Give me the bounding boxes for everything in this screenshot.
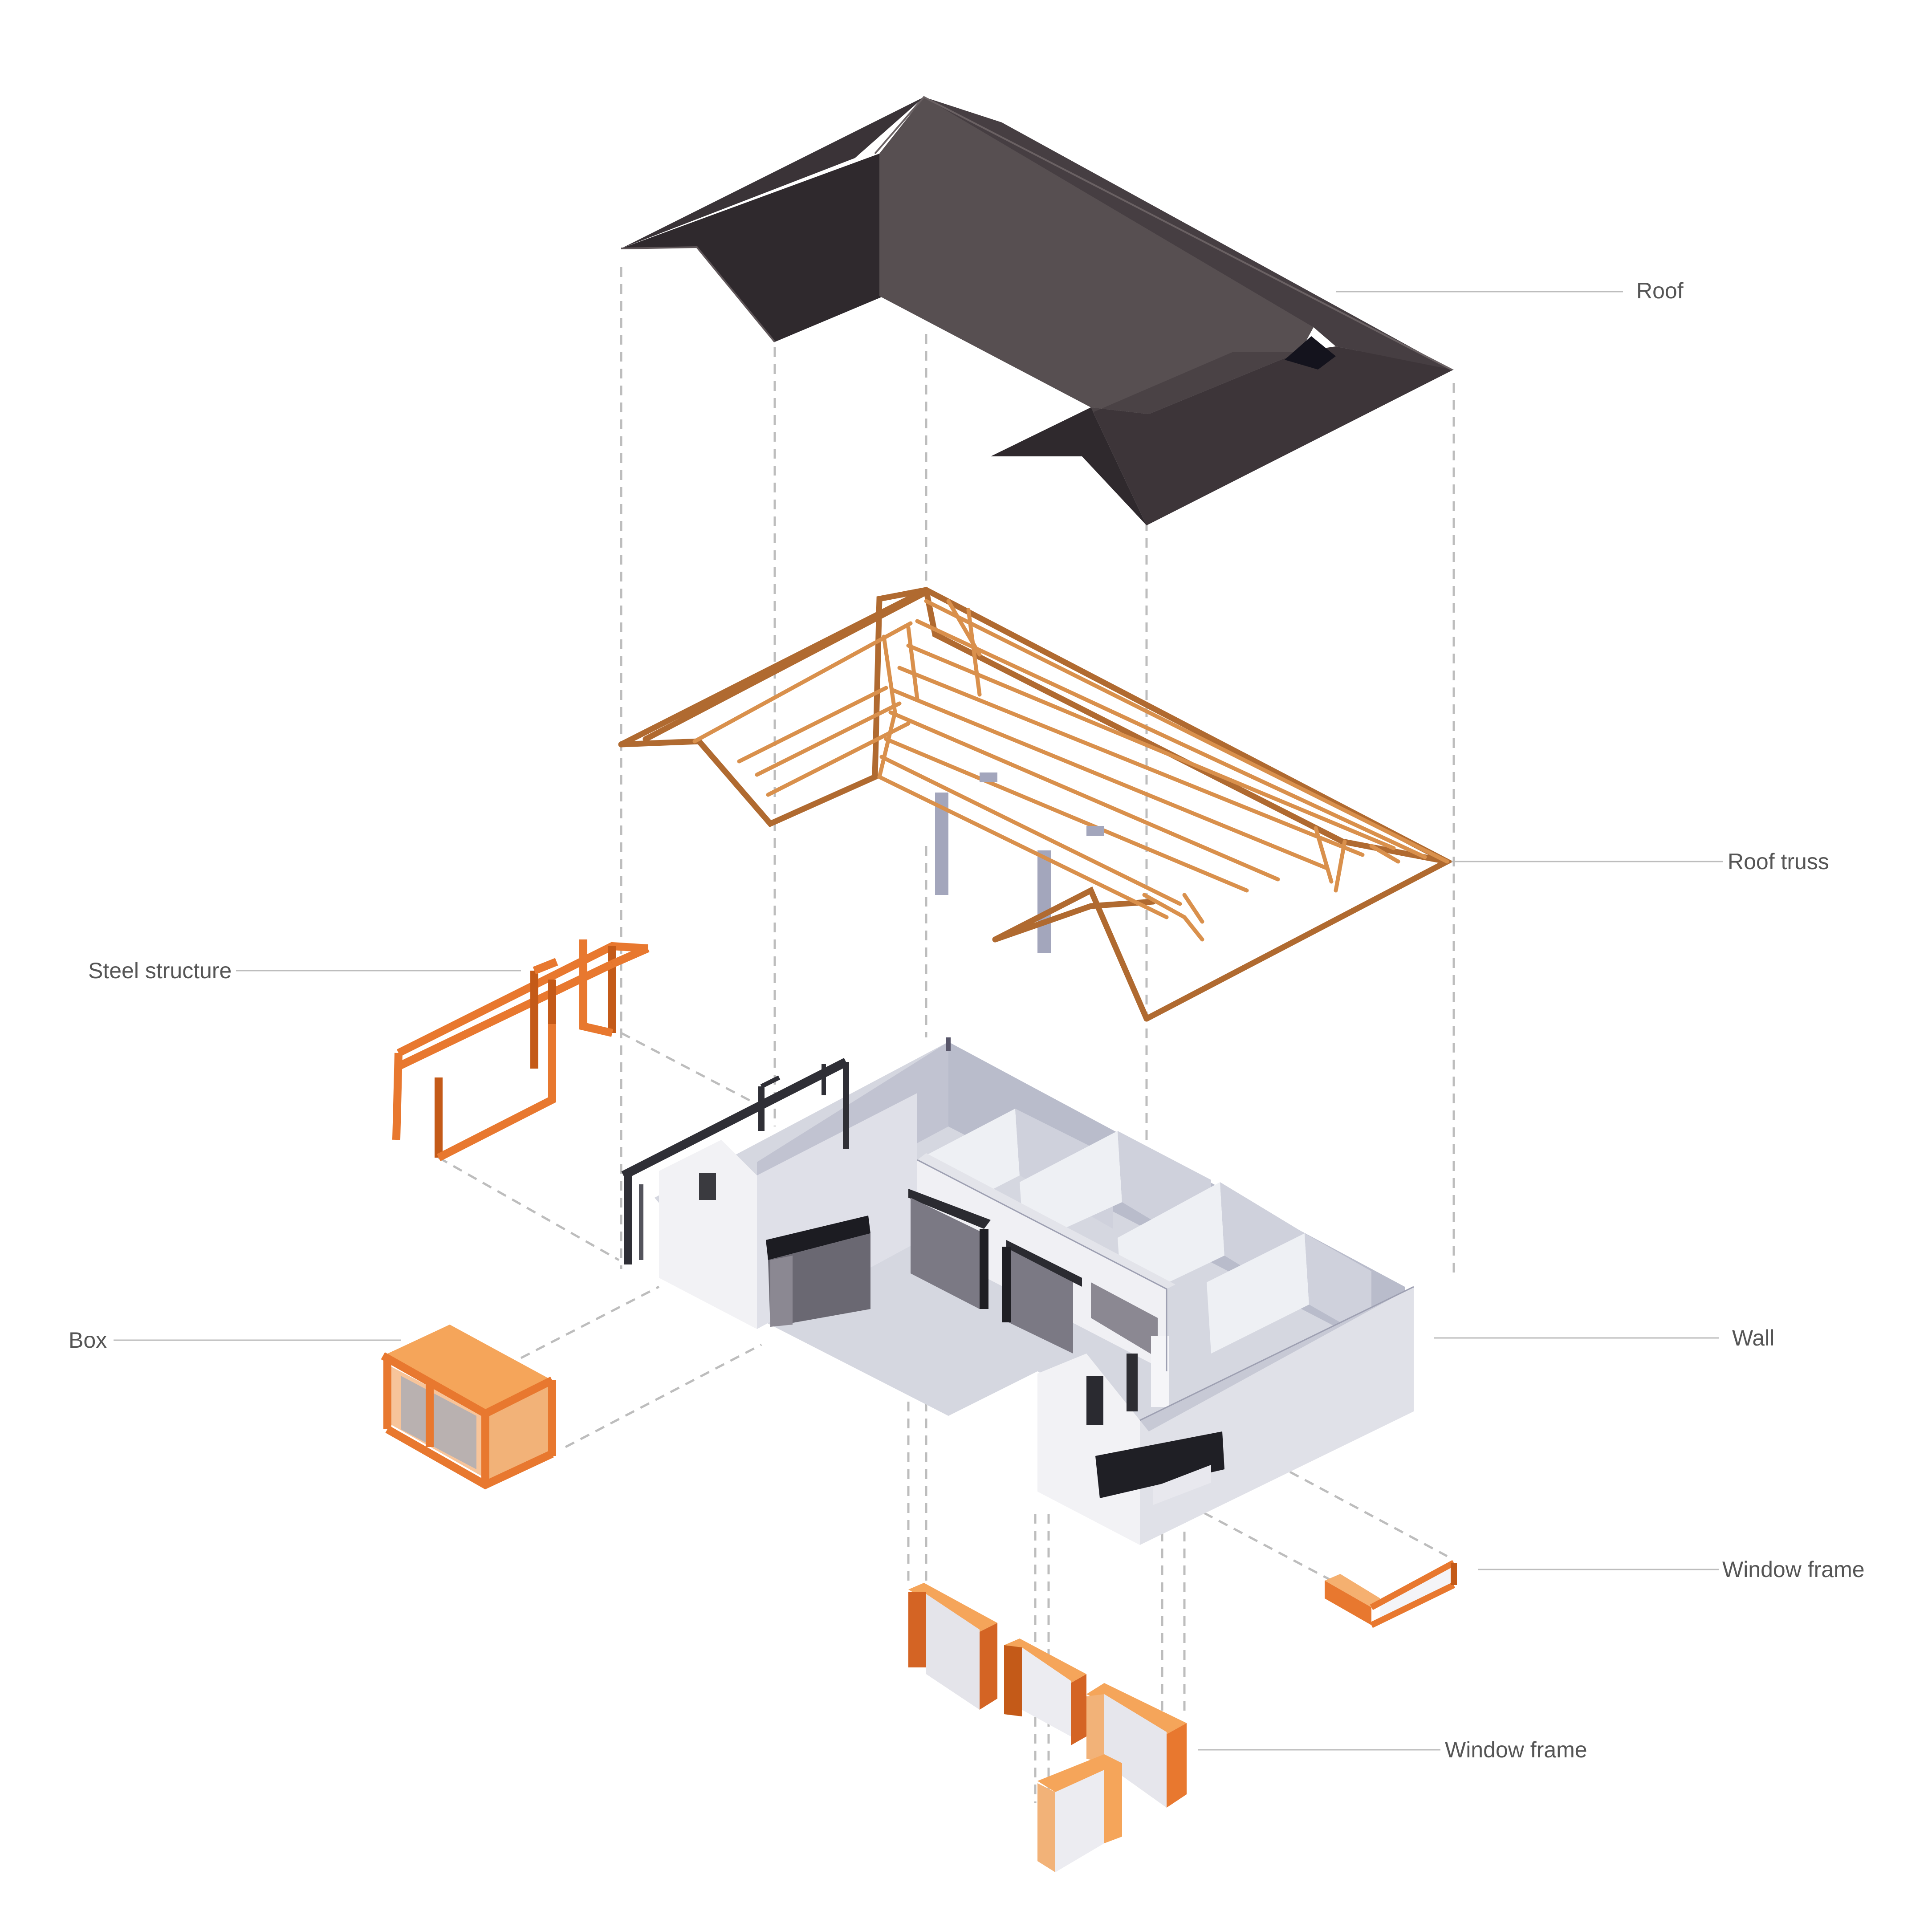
wall-component xyxy=(621,1037,1414,1545)
wall-label: Wall xyxy=(1732,1325,1774,1350)
steel-structure-component xyxy=(392,939,650,1162)
projection-lines xyxy=(438,267,1455,1803)
labels: Roof Roof truss Steel structure Box Wall… xyxy=(69,278,1865,1762)
roof-component xyxy=(621,96,1454,525)
roof-label: Roof xyxy=(1636,278,1684,303)
box-component xyxy=(381,1325,556,1490)
window-frame-right-component xyxy=(1325,1560,1457,1628)
leader-lines xyxy=(114,291,1723,1751)
window-frame-bottom-label: Window frame xyxy=(1445,1737,1587,1762)
box-label: Box xyxy=(69,1328,107,1353)
steel-structure-label: Steel structure xyxy=(88,958,232,983)
window-frame-right-label: Window frame xyxy=(1722,1557,1865,1582)
roof-truss-component xyxy=(618,586,1454,1022)
roof-truss-label: Roof truss xyxy=(1728,849,1829,874)
window-frames-bottom-component xyxy=(908,1583,1187,1872)
